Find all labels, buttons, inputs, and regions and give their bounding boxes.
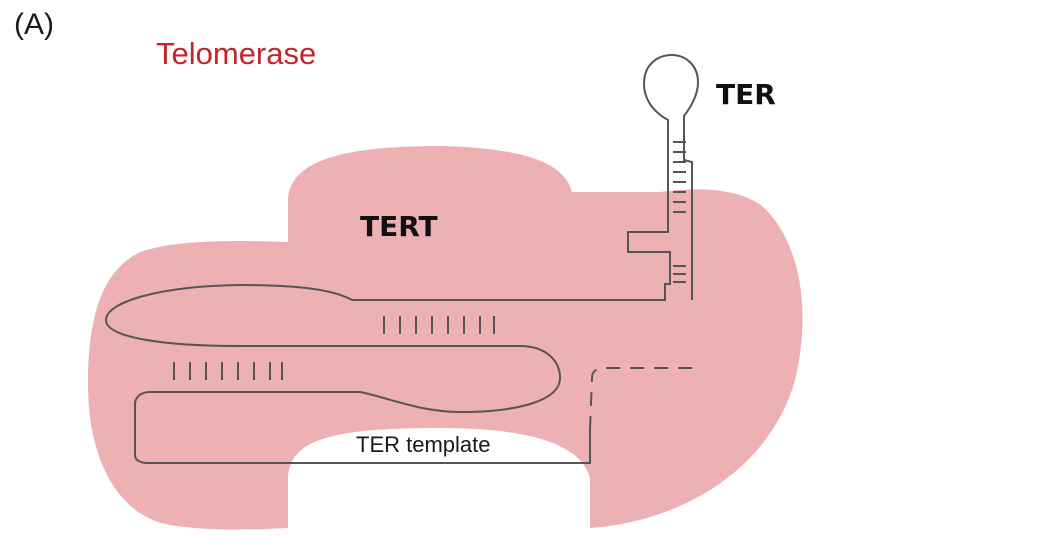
diagram-title: Telomerase — [156, 36, 317, 71]
ter-rna-upper-loop — [104, 283, 520, 348]
ter-rna-lower-loop — [134, 345, 562, 464]
panel-label: (A) — [14, 8, 54, 41]
ter-template-label: TER template — [356, 432, 491, 457]
tert-protein-shape — [88, 146, 803, 530]
tert-label: TERT — [360, 210, 438, 243]
base-pairs-lower — [173, 362, 283, 380]
ter-label: TER — [716, 78, 776, 111]
ter-template-strand — [296, 430, 591, 464]
ter-rna-dashed-strand — [589, 367, 700, 431]
ter-rna-upper-strand — [352, 53, 700, 301]
base-pairs-upper — [383, 316, 495, 334]
stem-base-pairs — [673, 141, 686, 283]
